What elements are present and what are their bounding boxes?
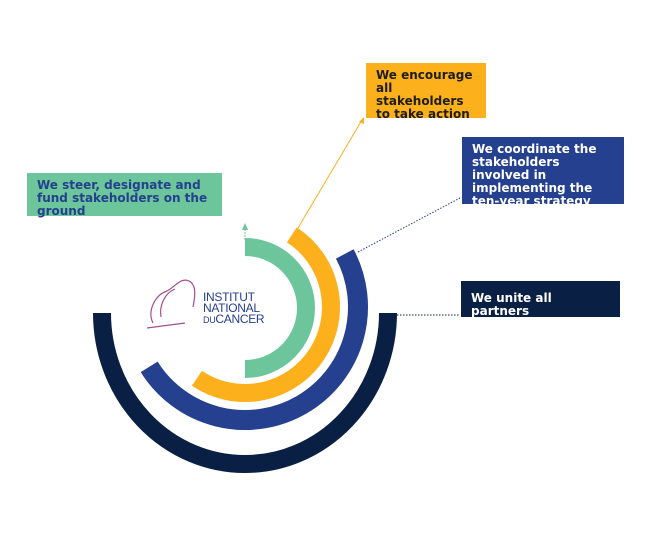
- orange-connector: [297, 119, 363, 229]
- logo-line-1: INSTITUT: [203, 290, 255, 304]
- green-arc: [244, 238, 315, 378]
- steer-box: We steer, designate and fund stakeholder…: [27, 173, 222, 218]
- orange-arc: [191, 227, 340, 402]
- green-arrow-icon: [242, 223, 248, 230]
- navy-arc: [93, 312, 397, 473]
- inca-logo: INSTITUT NATIONAL DUCANCER: [145, 273, 265, 333]
- logo-line-3b: CANCER: [215, 312, 265, 326]
- blue-connector: [357, 197, 461, 253]
- logo-line-3a: DU: [203, 315, 216, 325]
- unite-box: We unite all partners: [461, 281, 620, 318]
- logo-line-2: NATIONAL: [203, 301, 260, 315]
- encourage-box: We encourage all stakeholders to take ac…: [366, 63, 486, 121]
- logo-figure-icon: [146, 279, 196, 329]
- orange-arrow-icon: [359, 117, 364, 124]
- coordinate-box: We coordinate the stakeholders involved …: [462, 137, 624, 208]
- blue-arc: [140, 249, 368, 430]
